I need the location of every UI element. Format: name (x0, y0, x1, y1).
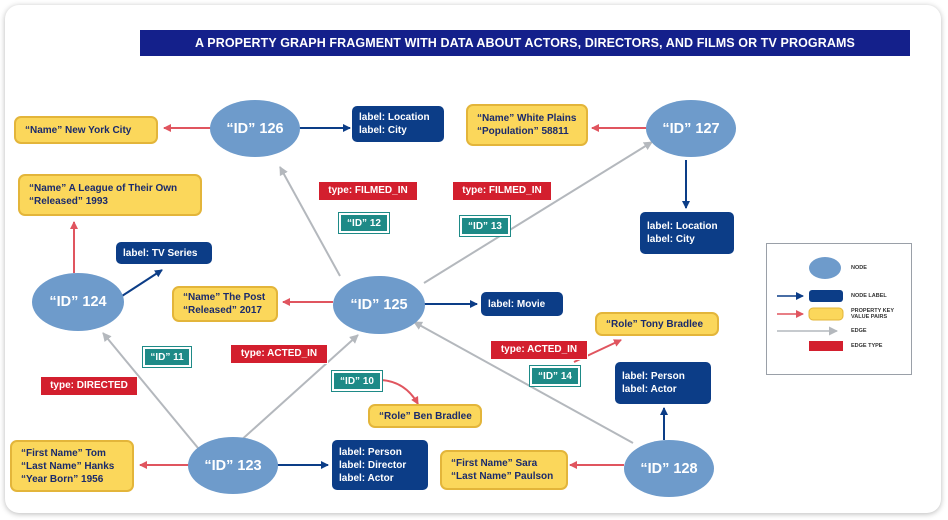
edge-id-13: “ID” 13 (459, 215, 511, 237)
property-124: “Name” A League of Their Own “Released” … (18, 174, 202, 216)
label-line: label: Actor (622, 384, 677, 395)
edge-10-acted-in (237, 334, 359, 444)
legend-node-swatch (809, 257, 841, 279)
legend-node-text: NODE (851, 265, 867, 271)
property-127: “Name” White Plains “Population” 58811 (466, 104, 588, 146)
property-edge-14: “Role” Tony Bradlee (595, 312, 719, 336)
node-label-127: label: Location label: City (640, 212, 734, 254)
edge-id-11: “ID” 11 (142, 346, 192, 368)
edge-14-acted-in (413, 321, 634, 444)
property-line: “Released” 2017 (183, 305, 262, 316)
property-125: “Name” The Post “Released” 2017 (172, 286, 278, 322)
edge-id-12: “ID” 12 (338, 212, 390, 234)
legend-property-swatch (808, 307, 844, 321)
property-line: “Year Born” 1956 (21, 473, 104, 485)
label-line: label: City (647, 234, 695, 245)
edge-11-directed (102, 332, 199, 449)
node-label-124: label: TV Series (116, 242, 212, 264)
label-line: label: Movie (488, 298, 546, 310)
property-line: “Name” New York City (25, 124, 132, 136)
property-line: “Name” White Plains (477, 113, 577, 124)
legend-label-text: NODE LABEL (851, 293, 887, 299)
label-line: label: City (359, 125, 407, 136)
label-line: label: Actor (339, 472, 394, 484)
edge-type-11: type: DIRECTED (40, 376, 138, 396)
edge-13-filmed-in (423, 141, 653, 284)
label-line: label: Person (622, 371, 685, 382)
label-line: label: TV Series (123, 247, 198, 259)
label-line: label: Person (339, 446, 402, 458)
node-label-128: label: Person label: Actor (615, 362, 711, 404)
diagram-title: A PROPERTY GRAPH FRAGMENT WITH DATA ABOU… (140, 30, 910, 56)
label-line: label: Location (647, 221, 718, 232)
node-label-125: label: Movie (481, 292, 563, 316)
legend-property-text-2: VALUE PAIRS (851, 314, 888, 320)
edge-type-13: type: FILMED_IN (452, 181, 552, 201)
label-line: label: Director (339, 459, 407, 471)
edge-id-14: “ID” 14 (529, 365, 581, 387)
property-line: “First Name” Tom (21, 447, 106, 459)
legend-edge-text: EDGE (851, 328, 867, 334)
legend-label-swatch (809, 290, 843, 302)
property-128: “First Name” Sara “Last Name” Paulson (440, 450, 568, 490)
property-line: “Role” Tony Bradlee (606, 318, 704, 330)
property-line: “Role” Ben Bradlee (379, 410, 472, 422)
label-arrow-124 (121, 269, 163, 297)
property-arrow-edge-10 (379, 379, 419, 405)
legend-edge-type-text: EDGE TYPE (851, 343, 883, 349)
node-id-125: “ID” 125 (333, 276, 425, 334)
property-line: “Released” 1993 (29, 196, 108, 207)
legend-graphics (777, 257, 844, 351)
label-line: label: Location (359, 112, 430, 123)
property-line: “Last Name” Paulson (451, 471, 554, 482)
legend-edge-type-swatch (809, 341, 843, 351)
property-126: “Name” New York City (14, 116, 158, 144)
node-id-128: “ID” 128 (624, 440, 714, 497)
node-label-126: label: Location label: City (352, 106, 444, 142)
property-line: “Name” The Post (183, 292, 266, 303)
legend: NODE NODE LABEL PROPERTY KEY VALUE PAIRS… (766, 243, 912, 375)
edge-12-filmed-in (279, 166, 341, 277)
property-123: “First Name” Tom “Last Name” Hanks “Year… (10, 440, 134, 492)
node-label-123: label: Person label: Director label: Act… (332, 440, 428, 490)
property-line: “First Name” Sara (451, 458, 538, 469)
node-id-127: “ID” 127 (646, 100, 736, 157)
edge-type-10: type: ACTED_IN (230, 344, 328, 364)
edge-id-10: “ID” 10 (331, 370, 383, 392)
node-id-126: “ID” 126 (210, 100, 300, 157)
node-id-124: “ID” 124 (32, 273, 124, 331)
edge-type-12: type: FILMED_IN (318, 181, 418, 201)
property-edge-10: “Role” Ben Bradlee (368, 404, 482, 428)
property-line: “Population” 58811 (477, 126, 569, 137)
property-line: “Name” A League of Their Own (29, 183, 178, 194)
legend-property-text-1: PROPERTY KEY (851, 308, 894, 314)
property-line: “Last Name” Hanks (21, 460, 115, 472)
edge-type-14: type: ACTED_IN (490, 340, 588, 360)
node-id-123: “ID” 123 (188, 437, 278, 494)
